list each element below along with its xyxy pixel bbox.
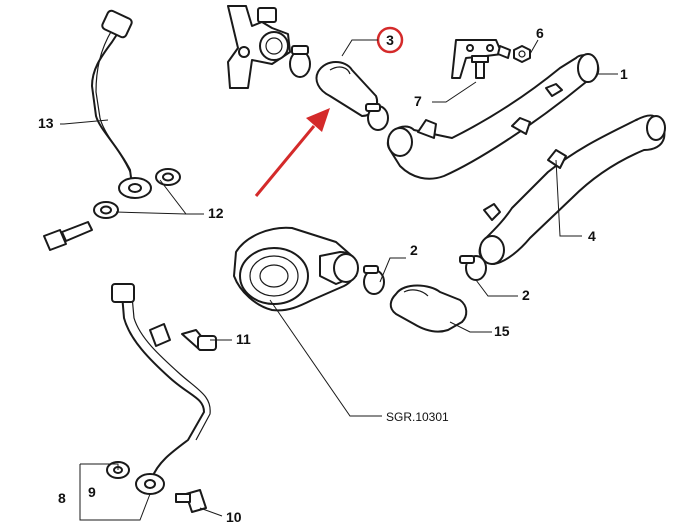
- callout-3-circle: 3: [376, 26, 404, 54]
- hose-clamp-right: [459, 255, 487, 281]
- callout-12: 12: [208, 205, 224, 221]
- callout-10: 10: [226, 509, 242, 525]
- part-1-pipe: [386, 53, 600, 180]
- banjo-bolt-upper: [43, 221, 93, 251]
- callout-6: 6: [536, 25, 544, 41]
- part-11-bolt: [181, 329, 217, 351]
- callout-8: 8: [58, 490, 66, 506]
- callout-11: 11: [236, 331, 251, 347]
- highlight-arrow: [254, 108, 330, 197]
- callout-7: 7: [414, 93, 422, 109]
- pipe-bracket-lower: [149, 323, 171, 347]
- hose-clamp-top: [289, 45, 311, 78]
- callout-2-upper: 2: [410, 242, 418, 258]
- hose-clamp-left: [363, 265, 385, 295]
- part-10-bolt: [175, 489, 207, 513]
- callout-13: 13: [38, 115, 54, 131]
- hose-clamp-mid: [365, 103, 389, 131]
- oil-cooler-assembly: [233, 226, 359, 312]
- part-15-elbow-hose: [389, 284, 468, 333]
- drawing-code: SGR.10301: [386, 410, 449, 424]
- callout-1: 1: [620, 66, 628, 82]
- part-8-pipe: [111, 283, 211, 495]
- callout-2-lower: 2: [522, 287, 530, 303]
- callout-15: 15: [494, 323, 510, 339]
- thermostat-housing: [227, 5, 291, 89]
- part-12-washers: [93, 168, 181, 219]
- part-13-pipe: [91, 9, 152, 199]
- callout-3-label: 3: [386, 32, 394, 48]
- callout-9: 9: [88, 484, 96, 500]
- part-7-bracket: [451, 39, 503, 79]
- part-4-pipe: [478, 114, 666, 265]
- part-6-nut: [497, 45, 531, 63]
- callout-4: 4: [588, 228, 596, 244]
